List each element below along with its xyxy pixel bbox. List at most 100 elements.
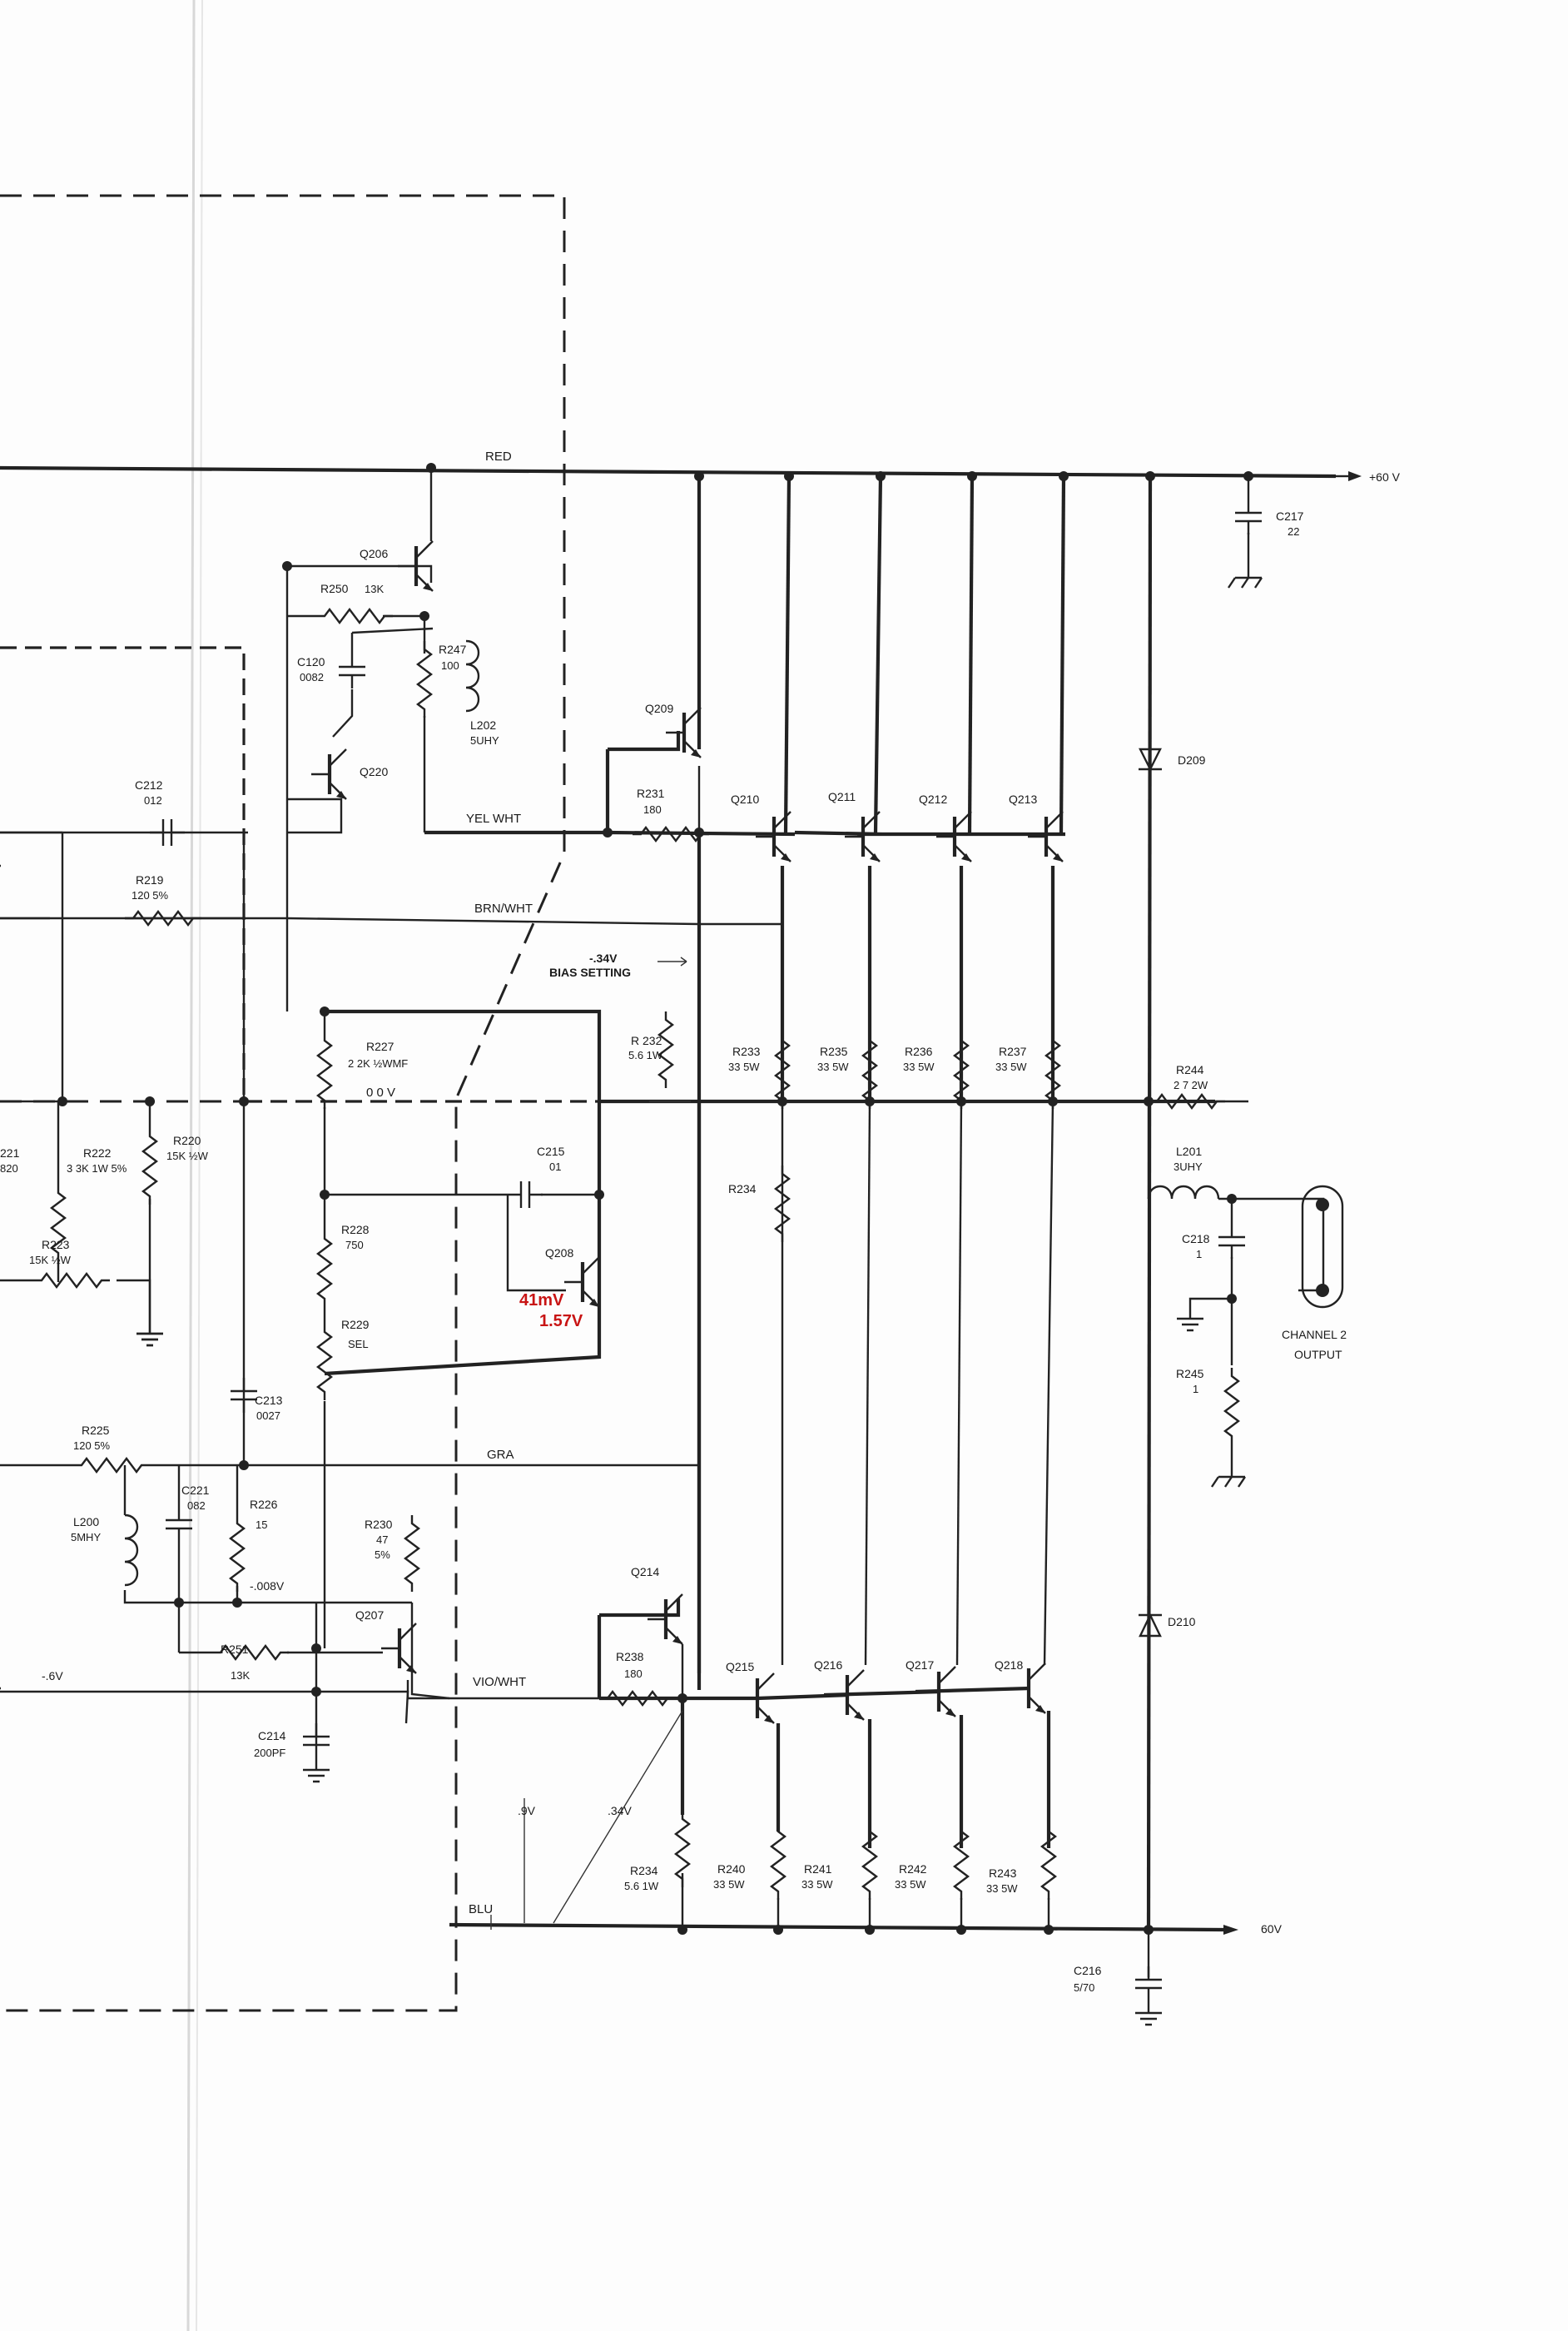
c216-ref: C216 xyxy=(1074,1964,1102,1977)
c221-value: 082 xyxy=(187,1499,206,1512)
q210-label: Q210 xyxy=(731,793,759,806)
q217-label: Q217 xyxy=(906,1658,934,1672)
r234b-ref: R234 xyxy=(630,1864,658,1877)
wiring xyxy=(0,465,1362,1977)
r221-value: 820 xyxy=(0,1162,18,1175)
r251-value: 13K xyxy=(231,1669,250,1682)
l202-ref: L202 xyxy=(470,718,496,732)
r231-value: 180 xyxy=(643,803,662,816)
q206-label: Q206 xyxy=(360,547,388,560)
r244-value: 2 7 2W xyxy=(1174,1079,1208,1091)
c213-value: 0027 xyxy=(256,1409,280,1422)
q208-label: Q208 xyxy=(545,1246,573,1260)
r227-value: 2 2K ½WMF xyxy=(348,1057,408,1070)
r247-value: 100 xyxy=(441,659,459,672)
r225-value: 120 5% xyxy=(73,1439,111,1452)
component-labels: R250 13K C120 0082 R247 100 L202 5UHY C2… xyxy=(0,509,1304,1994)
net-minus-6v: -.6V xyxy=(42,1669,63,1682)
r230-tol: 5% xyxy=(375,1548,390,1561)
net-labels: RED +60 V YEL WHT BRN/WHT 0 0 V GRA VIO/… xyxy=(42,450,1401,1936)
c214-value: 200PF xyxy=(254,1747,285,1759)
c215-ref: C215 xyxy=(537,1145,565,1158)
r244-ref: R244 xyxy=(1176,1063,1204,1076)
r242-ref: R242 xyxy=(899,1862,927,1876)
r226-value: 15 xyxy=(256,1518,267,1531)
notes: -.34V BIAS SETTING 41mV 1.57V CHANNEL 2 … xyxy=(519,952,1347,1361)
r222-ref: R222 xyxy=(83,1146,112,1160)
l201-value: 3UHY xyxy=(1174,1161,1203,1173)
c212-ref: C212 xyxy=(135,778,163,792)
scan-marks xyxy=(186,0,203,2331)
r222-value: 3 3K 1W 5% xyxy=(67,1162,127,1175)
q209-label: Q209 xyxy=(645,702,673,715)
l201-ref: L201 xyxy=(1176,1145,1202,1158)
r232-value: 5.6 1W xyxy=(628,1049,663,1061)
c218-value: 1 xyxy=(1196,1248,1202,1260)
r230-value: 47 xyxy=(376,1533,388,1546)
r245-ref: R245 xyxy=(1176,1367,1204,1380)
r235-ref: R235 xyxy=(820,1045,848,1058)
measured-a: 41mV xyxy=(519,1291,564,1310)
q211-label: Q211 xyxy=(828,790,856,803)
r241-ref: R241 xyxy=(804,1862,832,1876)
r229-value: SEL xyxy=(348,1338,369,1350)
c213-ref: C213 xyxy=(255,1394,283,1407)
c217-ref: C217 xyxy=(1276,509,1304,523)
r250-value: 13K xyxy=(365,583,384,595)
q218-label: Q218 xyxy=(995,1658,1023,1672)
l200-ref: L200 xyxy=(73,1515,99,1528)
r234b-value: 5.6 1W xyxy=(624,1880,659,1892)
r219-ref: R219 xyxy=(136,873,164,887)
net-yel-wht: YEL WHT xyxy=(466,812,521,826)
q212-label: Q212 xyxy=(919,793,947,806)
r220-value: 15K ½W xyxy=(166,1150,209,1162)
d209-ref: D209 xyxy=(1178,753,1206,767)
q214-label: Q214 xyxy=(631,1565,659,1578)
r219-value: 120 5% xyxy=(131,889,169,902)
c212-value: 012 xyxy=(144,794,162,807)
r243-ref: R243 xyxy=(989,1866,1017,1880)
r233-value: 33 5W xyxy=(728,1061,760,1073)
r236-ref: R236 xyxy=(905,1045,933,1058)
r240-ref: R240 xyxy=(717,1862,746,1876)
r221-ref: 221 xyxy=(0,1146,20,1160)
c218-ref: C218 xyxy=(1182,1232,1210,1245)
net-pos-supply: +60 V xyxy=(1369,470,1401,484)
r241-value: 33 5W xyxy=(801,1878,833,1891)
r242-value: 33 5W xyxy=(895,1878,926,1891)
q220-label: Q220 xyxy=(360,765,388,778)
passive-symbols xyxy=(32,498,1344,2026)
transistor-labels: Q206 Q220 Q209 Q210 Q211 Q212 Q213 Q208 … xyxy=(355,547,1037,1673)
r238-ref: R238 xyxy=(616,1650,644,1663)
r228-ref: R228 xyxy=(341,1223,370,1236)
l202-value: 5UHY xyxy=(470,734,499,747)
bias-voltage: -.34V xyxy=(589,952,618,965)
r245-value: 1 xyxy=(1193,1383,1198,1395)
c216-value: 5/70 xyxy=(1074,1981,1094,1994)
net-zero-v: 0 0 V xyxy=(366,1086,395,1100)
measured-b: 1.57V xyxy=(539,1312,583,1330)
net-blu: BLU xyxy=(469,1902,493,1916)
r220-ref: R220 xyxy=(173,1134,201,1147)
r229-ref: R229 xyxy=(341,1318,370,1331)
voltage-arrows xyxy=(490,957,691,1930)
r223-ref: R223 xyxy=(42,1238,70,1251)
bias-setting: BIAS SETTING xyxy=(549,966,631,979)
r250-ref: R250 xyxy=(320,582,349,595)
c120-ref: C120 xyxy=(297,655,325,668)
d210-ref: D210 xyxy=(1168,1615,1196,1628)
c217-value: 22 xyxy=(1288,525,1299,538)
r243-value: 33 5W xyxy=(986,1882,1018,1895)
r230-ref: R230 xyxy=(365,1518,393,1531)
q213-label: Q213 xyxy=(1009,793,1037,806)
r235-value: 33 5W xyxy=(817,1061,849,1073)
net-neg-supply: 60V xyxy=(1261,1922,1283,1936)
r231-ref: R231 xyxy=(637,787,665,800)
net-brn-wht: BRN/WHT xyxy=(474,902,533,916)
r238-value: 180 xyxy=(624,1667,643,1680)
c215-value: 01 xyxy=(549,1161,561,1173)
output-line1: CHANNEL 2 xyxy=(1282,1328,1347,1341)
r234a-ref: R234 xyxy=(728,1182,757,1195)
c214-ref: C214 xyxy=(258,1729,286,1742)
